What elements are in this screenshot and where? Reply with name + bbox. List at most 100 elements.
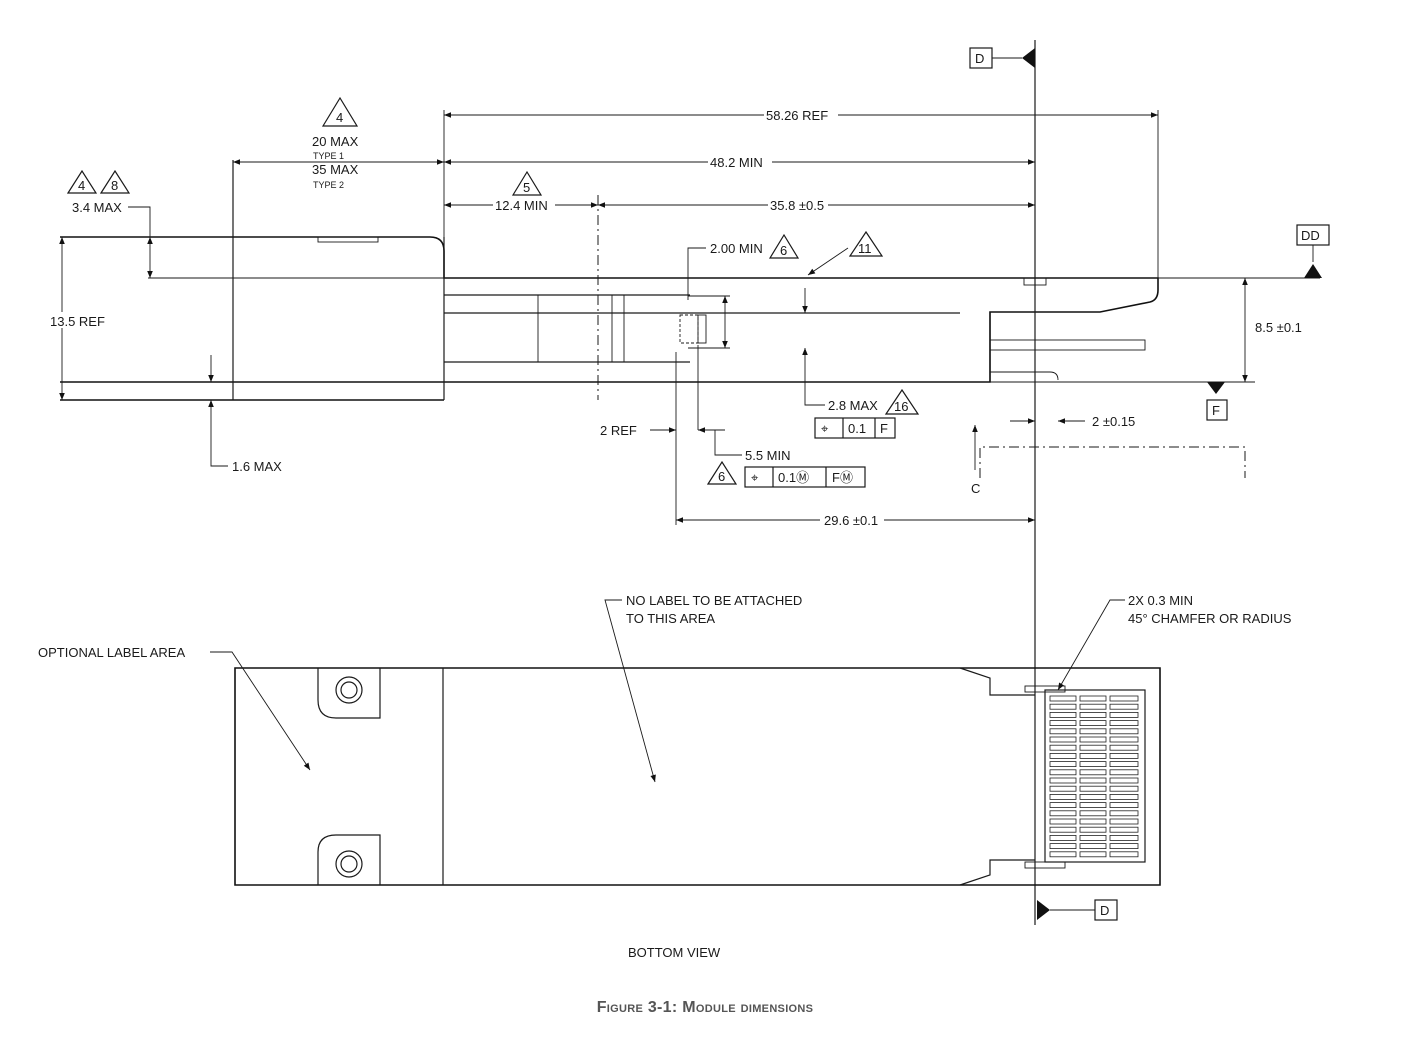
note-triangle-6-bottom: [706, 460, 738, 485]
bottom-view: [234, 667, 1161, 886]
connector-pad: [1049, 761, 1077, 767]
dim-20-max: 20 MAX: [312, 134, 359, 149]
leader-no-label: [604, 599, 656, 783]
connector-pad: [1109, 712, 1139, 718]
note-4-left-label: 4: [78, 178, 85, 193]
leader-1-6: [210, 430, 228, 467]
tol-frame-2-symbol: ⌖: [751, 470, 759, 485]
connector-pad: [1079, 736, 1107, 743]
screw-boss-bottom: [317, 834, 381, 885]
connector-pad: [1049, 769, 1077, 776]
leader-5-5: [714, 430, 742, 456]
connector-pad: [1049, 835, 1077, 841]
connector-pad: [1109, 769, 1139, 776]
note-triangle-8: [99, 169, 131, 194]
connector-pad: [1049, 712, 1077, 718]
note-triangle-11: [848, 230, 884, 257]
connector-pin-line: [989, 339, 1146, 351]
dim-58-26: 58.26 REF: [766, 108, 828, 123]
connector-pad: [1109, 810, 1139, 817]
connector-pad: [1049, 753, 1077, 759]
connector-pads: [1049, 695, 1139, 858]
connector-pad: [1079, 818, 1107, 825]
callout-chamfer-line-2: 45° CHAMFER OR RADIUS: [1128, 611, 1292, 626]
tol-frame-1-datum: F: [880, 421, 888, 436]
note-6-top-label: 6: [780, 243, 787, 258]
datum-symbols: [969, 47, 1330, 921]
dim-8-5: 8.5 ±0.1: [1255, 320, 1302, 335]
callout-optional-label-area: OPTIONAL LABEL AREA: [38, 645, 185, 660]
screw-bottom-outer: [335, 850, 363, 878]
dim-2-015: 2 ±0.15: [1092, 414, 1135, 429]
figure-caption: Figure 3-1: Module dimensions: [597, 999, 814, 1016]
dim-1-6: 1.6 MAX: [232, 459, 282, 474]
connector-notches: [959, 667, 1035, 886]
connector-pad: [1079, 810, 1107, 817]
connector-pad: [1079, 753, 1107, 759]
screw-top-outer: [335, 676, 363, 704]
note-triangle-6-top: [768, 233, 800, 259]
note-4-top-label: 4: [336, 110, 343, 125]
note-triangle-4-left: [66, 169, 98, 194]
leader-optional-label: [210, 651, 311, 771]
connector-pad: [1079, 843, 1107, 849]
connector-pad: [1049, 777, 1077, 784]
section-c-label: C: [971, 481, 980, 496]
datum-dd-label: DD: [1301, 228, 1320, 243]
connector-pad-area: [1044, 689, 1146, 863]
datum-d-bottom-label: D: [1100, 903, 1109, 918]
connector-pad: [1079, 794, 1107, 800]
connector-pad: [1109, 794, 1139, 800]
dim-35-max: 35 MAX: [312, 162, 359, 177]
connector-pad: [1079, 802, 1107, 808]
connector-pad: [1049, 802, 1077, 808]
pin-detail: [697, 314, 707, 344]
bottom-view-label: BOTTOM VIEW: [628, 945, 721, 960]
connector-pad: [1109, 835, 1139, 841]
connector-pad: [1109, 753, 1139, 759]
callout-no-label-line-1: NO LABEL TO BE ATTACHED: [626, 593, 802, 608]
datum-f-box: [1206, 399, 1228, 421]
dim-2-8: 2.8 MAX: [828, 398, 878, 413]
connector-pad: [1079, 826, 1107, 833]
connector-pad: [1049, 703, 1077, 710]
connector-pad: [1079, 835, 1107, 841]
connector-pad: [1109, 703, 1139, 710]
tol-frame-1-box: [814, 417, 896, 439]
connector-step: [990, 371, 1059, 381]
tol-frame-2-value: 0.1Ⓜ: [778, 470, 809, 485]
tol-frame-2-box: [744, 466, 866, 488]
dim-2-00: 2.00 MIN: [710, 241, 763, 256]
connector-pad: [1109, 851, 1139, 858]
dim-type-2: TYPE 2: [313, 180, 344, 190]
connector-pad: [1049, 728, 1077, 735]
connector-pad: [1109, 736, 1139, 743]
connector-pad: [1049, 826, 1077, 833]
leader-chamfer: [1057, 599, 1125, 691]
callout-texts: OPTIONAL LABEL AREA NO LABEL TO BE ATTAC…: [38, 593, 1292, 960]
bottom-view-outline: [234, 667, 1161, 886]
connector-pad: [1109, 802, 1139, 808]
connector-pad: [1109, 785, 1139, 792]
module-body-outline: [60, 236, 1159, 383]
connector-pad: [1079, 720, 1107, 726]
leader-3-4: [128, 206, 151, 237]
tol-frame-1-symbol: ⌖: [821, 421, 829, 436]
connector-pad: [1079, 769, 1107, 776]
chamfer-feature-bottom: [1024, 861, 1066, 869]
connector-pad: [1049, 843, 1077, 849]
note-5-label: 5: [523, 180, 530, 195]
dimension-texts: 58.26 REF 48.2 MIN 12.4 MIN 35.8 ±0.5 3.…: [50, 106, 1302, 528]
connector-pad: [1049, 736, 1077, 743]
note-8-label: 8: [111, 178, 118, 193]
connector-pad: [1049, 851, 1077, 858]
connector-pad: [1109, 818, 1139, 825]
dim-3-4: 3.4 MAX: [72, 200, 122, 215]
tolerance-texts: ⌖ 0.1 F ⌖ 0.1Ⓜ FⓂ: [751, 421, 888, 485]
connector-pad: [1049, 810, 1077, 817]
callout-no-label-line-2: TO THIS AREA: [626, 611, 715, 626]
chamfer-feature-top: [1024, 685, 1066, 693]
tolerance-frame-2: [744, 466, 866, 488]
connector-pad: [1049, 818, 1077, 825]
note-16-label: 16: [894, 399, 908, 414]
